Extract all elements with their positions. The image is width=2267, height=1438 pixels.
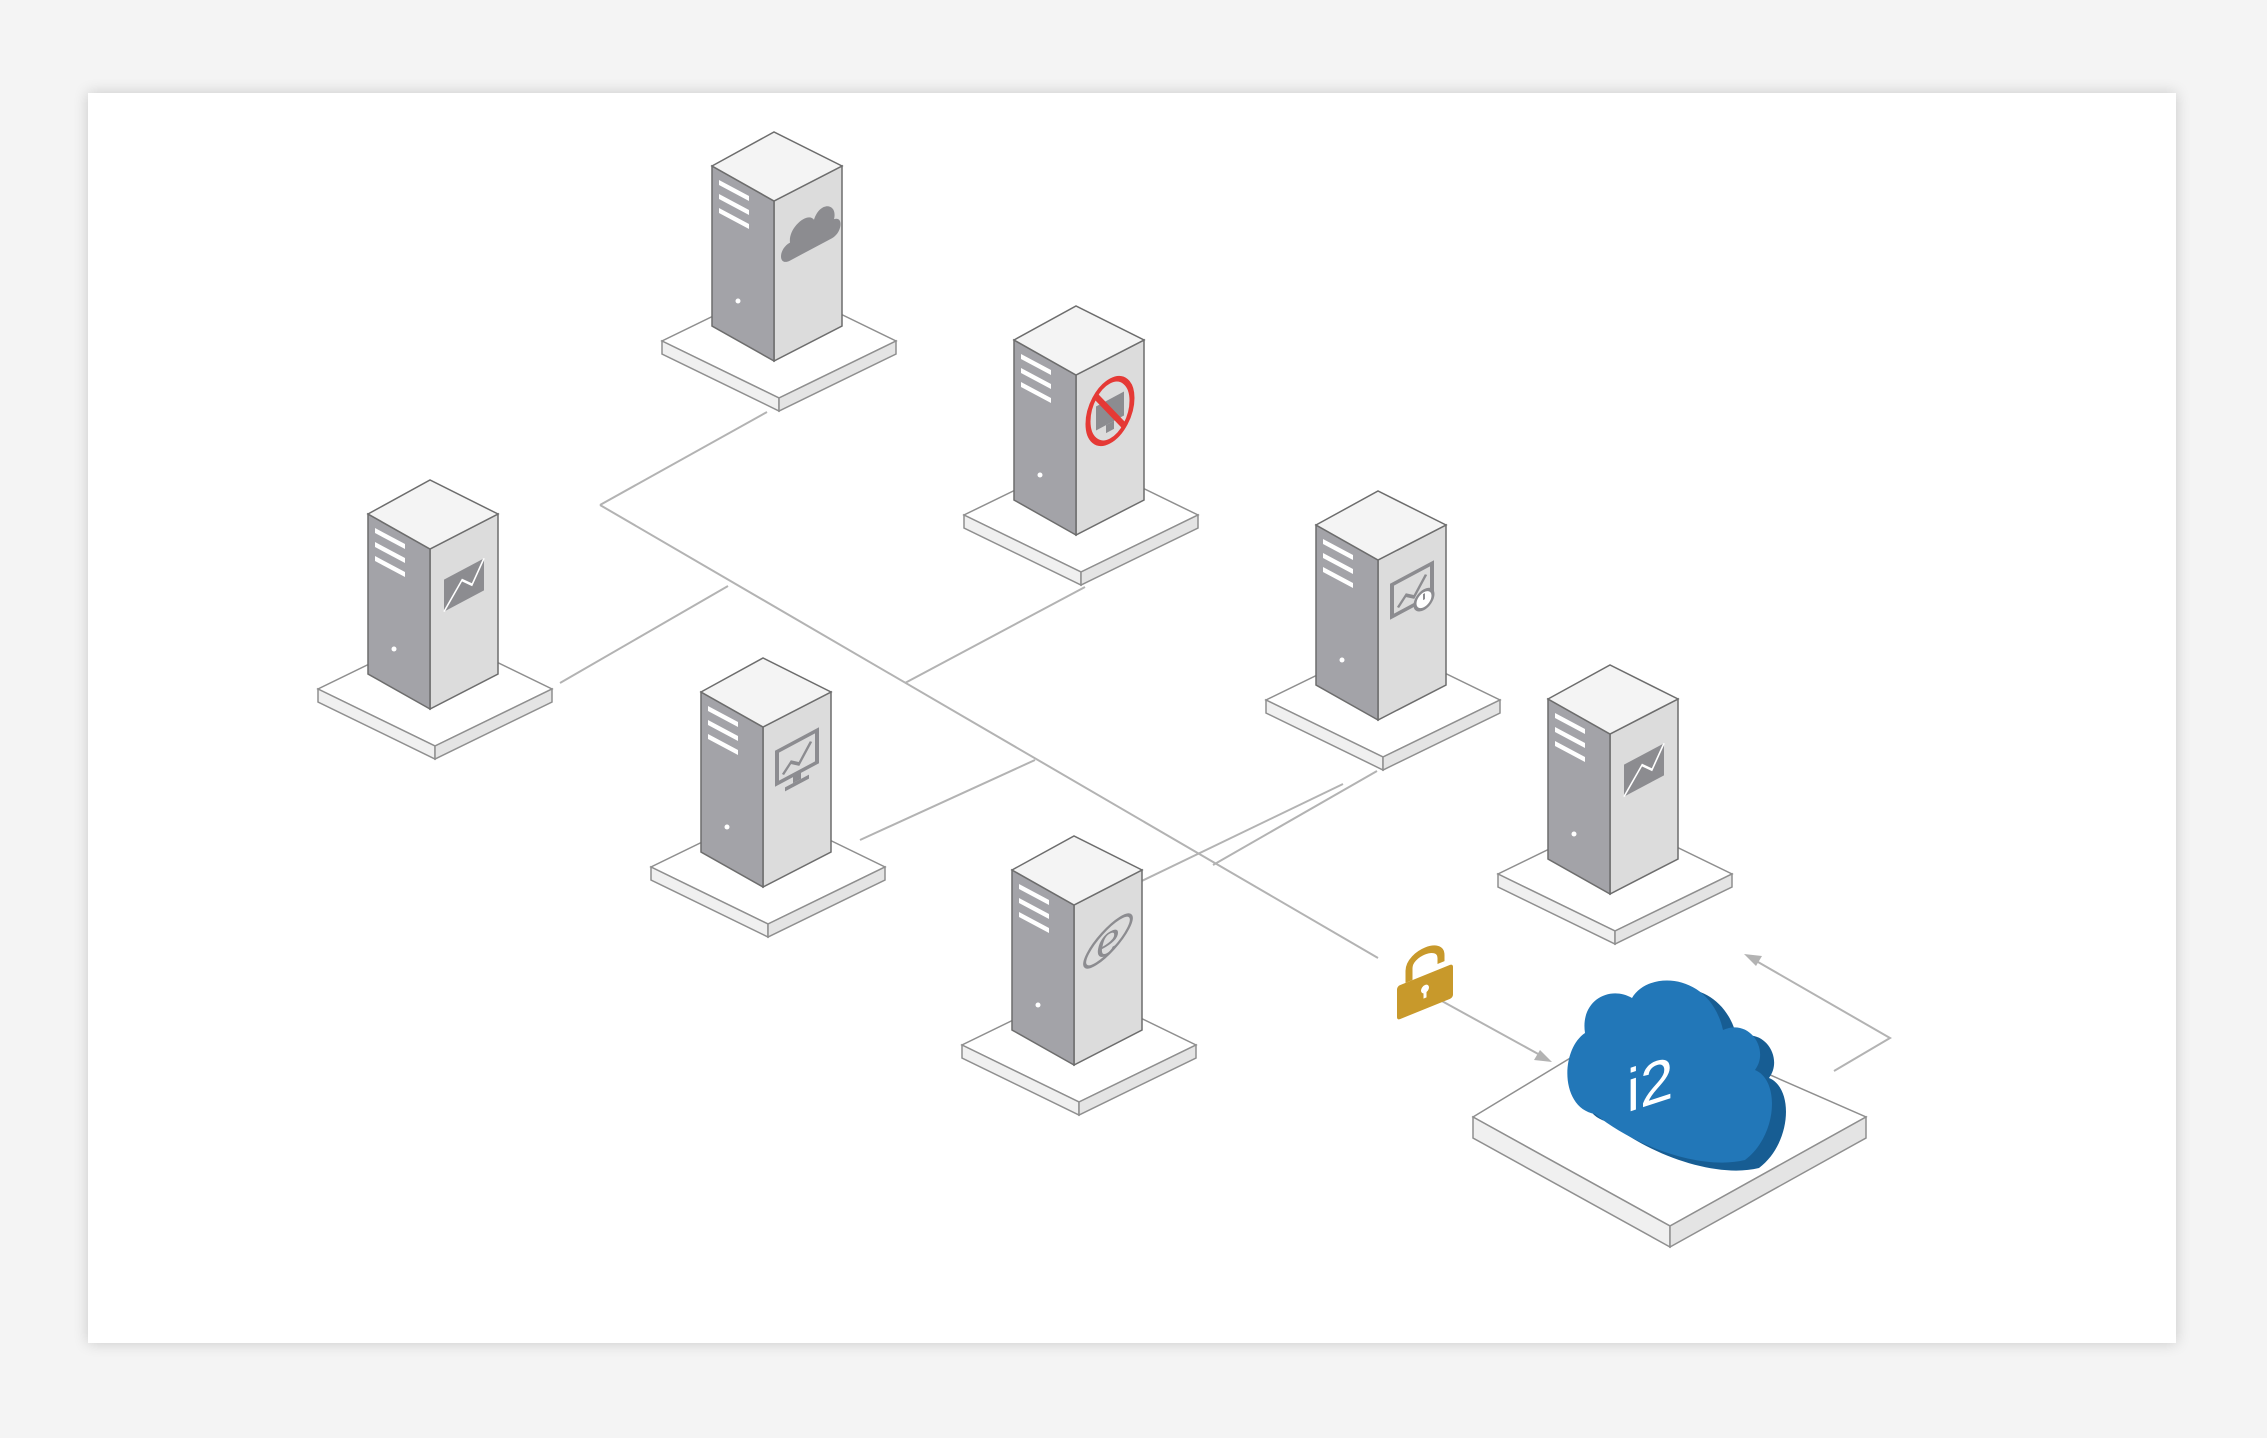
vent-slot	[719, 208, 749, 229]
connector-line	[1439, 999, 1541, 1056]
tower-top	[710, 131, 844, 202]
vent-slot	[719, 194, 749, 215]
blocked-monitor-icon	[1085, 375, 1135, 447]
connector-line	[859, 759, 1036, 841]
platform-side	[434, 687, 553, 761]
platform-side	[1669, 1115, 1867, 1249]
platform-side	[1078, 1043, 1197, 1117]
tower-top	[1010, 835, 1144, 906]
vent-slot	[1323, 567, 1353, 588]
vent-slot	[1323, 553, 1353, 574]
connector-line	[599, 411, 768, 506]
connector-line	[1122, 783, 1344, 891]
blocked-server	[962, 305, 1200, 587]
platform-side	[767, 865, 886, 939]
power-led	[391, 646, 397, 652]
tower-top	[1546, 664, 1680, 735]
mail-server-left	[316, 479, 554, 761]
vent-slot	[1555, 713, 1585, 734]
vent-slot	[375, 556, 405, 577]
cloud-icon	[1567, 980, 1772, 1163]
vent-slot	[1555, 727, 1585, 748]
power-led	[1571, 831, 1577, 837]
power-led	[1339, 657, 1345, 663]
i2-cloud-node: i2	[1471, 980, 1868, 1249]
connector-line	[1212, 770, 1378, 866]
mail-icon	[1623, 743, 1665, 797]
vent-slot	[1021, 354, 1051, 375]
padlock-shackle	[1405, 945, 1445, 983]
tower-top	[1012, 305, 1146, 376]
vent-slot	[1021, 368, 1051, 389]
connector-line	[1757, 961, 1892, 1072]
vent-slot	[375, 528, 405, 549]
browser-e-icon: e	[1083, 911, 1133, 971]
vent-slot	[1019, 898, 1049, 919]
monitor-server	[649, 657, 887, 939]
tower-top	[699, 657, 833, 728]
vent-slot	[1323, 539, 1353, 560]
connector-line	[599, 504, 1379, 959]
power-led	[1037, 472, 1043, 478]
power-led	[724, 824, 730, 830]
cloud-icon	[781, 206, 841, 262]
vent-slot	[708, 720, 738, 741]
vent-slot	[1019, 884, 1049, 905]
vent-slot	[708, 706, 738, 727]
svg-text:e: e	[1096, 911, 1120, 970]
mail-server-right	[1496, 664, 1734, 946]
tower-top	[366, 479, 500, 550]
web-server: e	[960, 835, 1198, 1117]
platform-side	[778, 339, 897, 413]
monitor-chart-icon	[775, 727, 819, 792]
connector-line	[904, 586, 1086, 684]
platform-side	[1080, 513, 1199, 587]
vent-slot	[719, 180, 749, 201]
padlock-icon	[1397, 945, 1453, 1020]
vent-slot	[375, 542, 405, 563]
arrow-head	[1744, 954, 1762, 966]
power-led	[735, 298, 741, 304]
platform-side	[1382, 698, 1501, 772]
chart-clock-icon	[1390, 560, 1435, 620]
arrow-head	[1534, 1050, 1552, 1062]
mail-icon	[443, 558, 485, 612]
tower-top	[1314, 490, 1448, 561]
vent-slot	[1021, 382, 1051, 403]
vent-slot	[1019, 912, 1049, 933]
power-led	[1035, 1002, 1041, 1008]
cloud-label: i2	[1627, 1044, 1674, 1126]
connector-line	[559, 585, 729, 684]
analytics-server	[1264, 490, 1502, 772]
cloud-server	[660, 131, 898, 413]
keyhole	[1423, 988, 1427, 999]
vent-slot	[708, 734, 738, 755]
platform-side	[1614, 872, 1733, 946]
vent-slot	[1555, 741, 1585, 762]
